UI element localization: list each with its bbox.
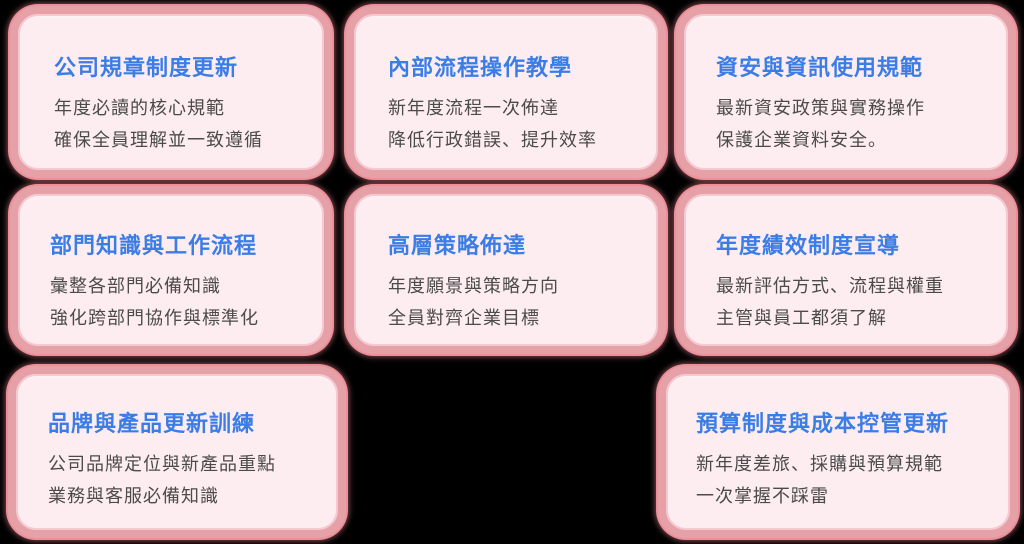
card-performance-system: 年度績效制度宣導 最新評估方式、流程與權重 主管與員工都須了解 bbox=[676, 186, 1016, 354]
card-department-knowledge: 部門知識與工作流程 彙整各部門必備知識 強化跨部門協作與標準化 bbox=[10, 186, 332, 354]
card-title: 高層策略佈達 bbox=[388, 234, 527, 259]
card-title: 年度績效制度宣導 bbox=[716, 234, 901, 259]
card-brand-product-training: 品牌與產品更新訓練 公司品牌定位與新產品重點 業務與客服必備知識 bbox=[8, 366, 346, 538]
card-description-line-1: 新年度流程一次佈達 bbox=[388, 98, 559, 119]
card-description-line-1: 彙整各部門必備知識 bbox=[50, 276, 221, 297]
card-description-line-1: 年度願景與策略方向 bbox=[388, 276, 559, 297]
card-executive-strategy: 高層策略佈達 年度願景與策略方向 全員對齊企業目標 bbox=[346, 186, 666, 354]
card-description-line-2: 降低行政錯誤、提升效率 bbox=[388, 130, 597, 151]
card-title: 內部流程操作教學 bbox=[388, 56, 573, 81]
card-description-line-2: 保護企業資料安全。 bbox=[716, 130, 887, 151]
card-description-line-2: 確保全員理解並一致遵循 bbox=[54, 130, 263, 151]
card-description-line-2: 強化跨部門協作與標準化 bbox=[50, 308, 259, 329]
card-description-line-2: 一次掌握不踩雷 bbox=[696, 486, 829, 507]
card-budget-cost-control: 預算制度與成本控管更新 新年度差旅、採購與預算規範 一次掌握不踩雷 bbox=[658, 366, 1018, 538]
card-description-line-1: 最新評估方式、流程與權重 bbox=[716, 276, 944, 297]
card-description-line-2: 業務與客服必備知識 bbox=[48, 486, 219, 507]
card-description-line-1: 公司品牌定位與新產品重點 bbox=[48, 454, 276, 475]
card-description-line-2: 主管與員工都須了解 bbox=[716, 308, 887, 329]
card-title: 品牌與產品更新訓練 bbox=[48, 412, 256, 437]
card-description-line-2: 全員對齊企業目標 bbox=[388, 308, 540, 329]
card-company-regulations: 公司規章制度更新 年度必讀的核心規範 確保全員理解並一致遵循 bbox=[10, 6, 332, 178]
card-title: 預算制度與成本控管更新 bbox=[696, 412, 950, 437]
card-description-line-1: 新年度差旅、採購與預算規範 bbox=[696, 454, 943, 475]
card-description-line-1: 年度必讀的核心規範 bbox=[54, 98, 225, 119]
card-title: 資安與資訊使用規範 bbox=[716, 56, 924, 81]
card-title: 公司規章制度更新 bbox=[54, 56, 239, 81]
card-infosec-guidelines: 資安與資訊使用規範 最新資安政策與實務操作 保護企業資料安全。 bbox=[676, 6, 1016, 178]
card-description-line-1: 最新資安政策與實務操作 bbox=[716, 98, 925, 119]
card-title: 部門知識與工作流程 bbox=[50, 234, 258, 259]
card-internal-process-tutorial: 內部流程操作教學 新年度流程一次佈達 降低行政錯誤、提升效率 bbox=[346, 6, 666, 178]
